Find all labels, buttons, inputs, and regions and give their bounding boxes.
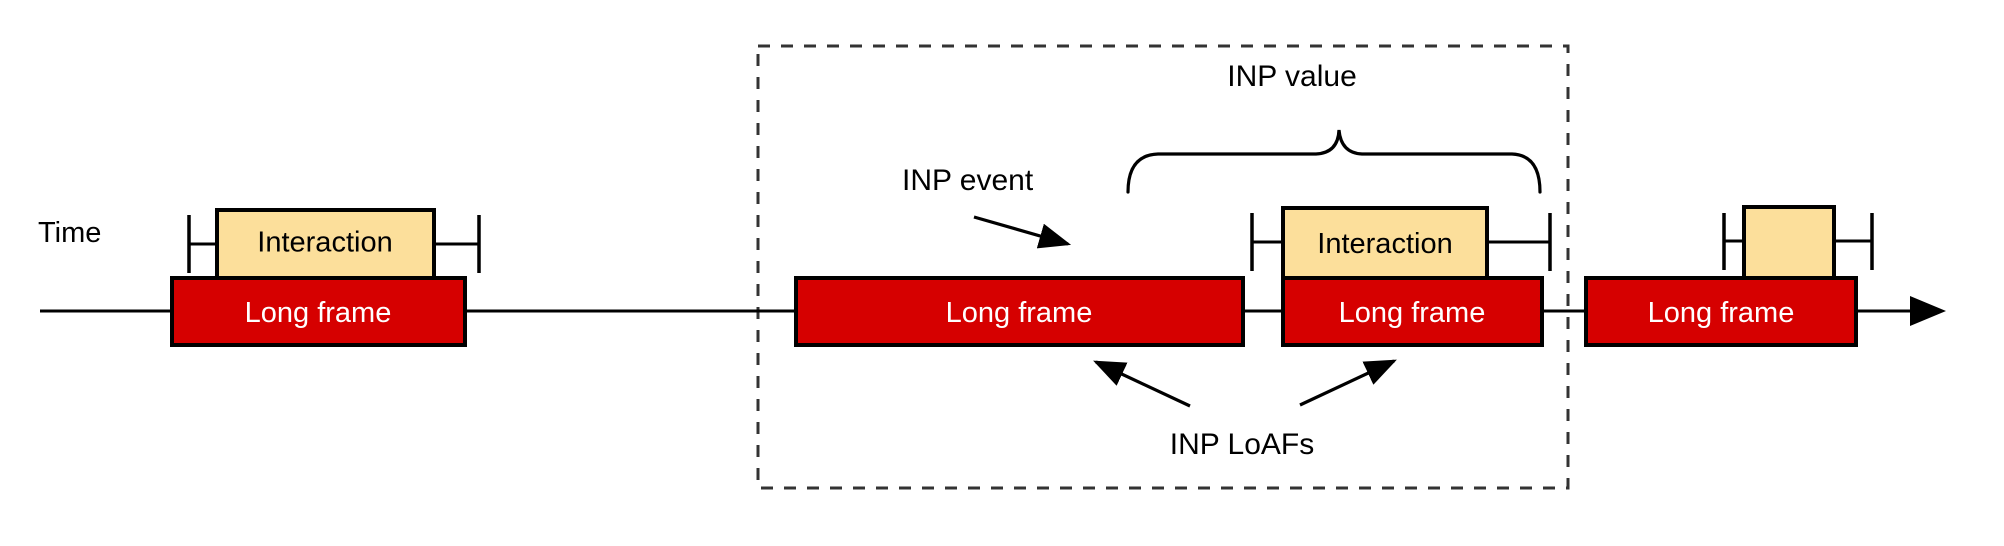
long-frame-box <box>170 276 467 347</box>
inp-region-dashed-box <box>756 44 1570 490</box>
long-frame-label: Long frame <box>245 297 392 329</box>
group-inp-frame-2: Interaction Long frame <box>1241 206 1588 347</box>
long-frame-box <box>794 276 1245 347</box>
group-first: Interaction Long frame <box>170 208 481 347</box>
long-frame-label: Long frame <box>1648 297 1795 329</box>
group-inp-frame-1: Long frame <box>760 276 1245 347</box>
inp-event-arrow <box>973 215 1072 249</box>
long-frame-box <box>1281 276 1544 347</box>
inp-loafs-arrow-left <box>1093 360 1191 408</box>
inp-event-label: INP event <box>902 164 1034 197</box>
interaction-box <box>215 208 436 280</box>
interaction-box <box>1281 206 1489 280</box>
group-last: Long frame <box>1584 205 1874 347</box>
interaction-label: Interaction <box>1317 228 1452 260</box>
inp-value-label: INP value <box>1227 60 1357 93</box>
inp-loafs-label: INP LoAFs <box>1170 428 1315 461</box>
interaction-box <box>1742 205 1836 280</box>
long-frame-label: Long frame <box>1339 297 1486 329</box>
time-axis-label: Time <box>38 217 101 249</box>
inp-value-brace <box>1126 129 1542 194</box>
interaction-label: Interaction <box>257 227 392 259</box>
long-frame-box <box>1584 276 1858 347</box>
inp-loafs-arrow-right <box>1299 359 1397 407</box>
long-frame-label: Long frame <box>946 297 1093 329</box>
